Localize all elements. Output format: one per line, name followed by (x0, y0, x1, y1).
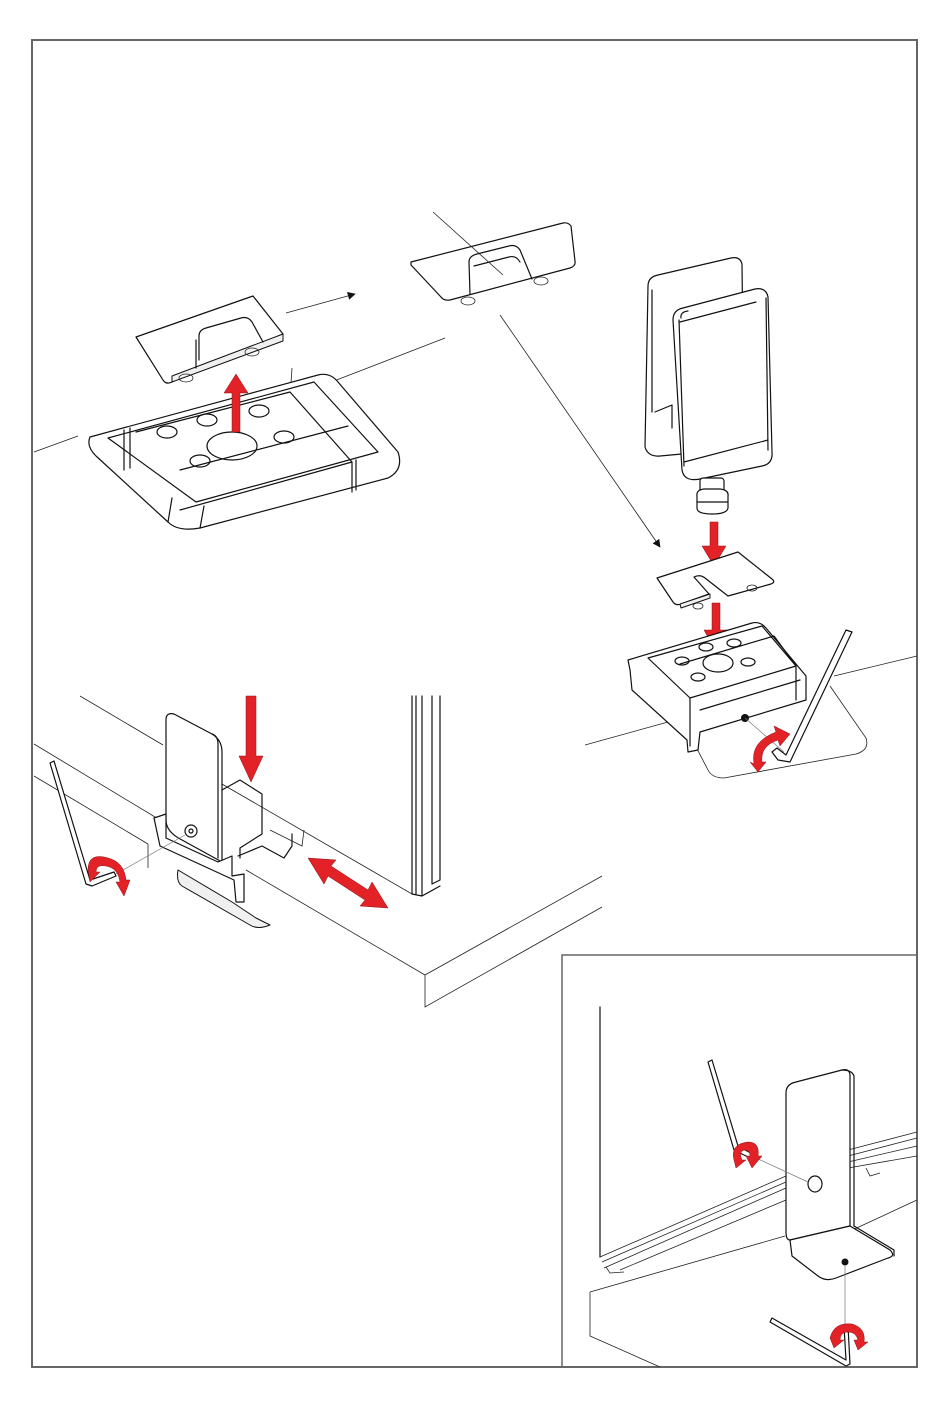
insert-down-arrow-icon (239, 696, 263, 782)
glass-clamp (645, 258, 772, 514)
flow-arrow-icon (286, 294, 355, 313)
cover-plate-flipped (411, 223, 575, 305)
scene-remove-cover-plate (34, 212, 660, 547)
rotate-arrow-icon (750, 726, 790, 772)
slide-double-arrow-icon (308, 858, 388, 908)
hex-key (50, 761, 116, 886)
scene-angle-bracket-detail (562, 955, 917, 1367)
scene-install-glass-clamp (585, 258, 917, 778)
cable-port-housing (89, 374, 400, 529)
cover-plate (136, 296, 283, 383)
angle-bracket (786, 1070, 894, 1280)
desk-top (34, 696, 602, 1007)
edge-bracket (154, 714, 304, 928)
cover-plate-cut (657, 552, 774, 609)
scene-edge-clamp-mount (34, 696, 602, 1007)
